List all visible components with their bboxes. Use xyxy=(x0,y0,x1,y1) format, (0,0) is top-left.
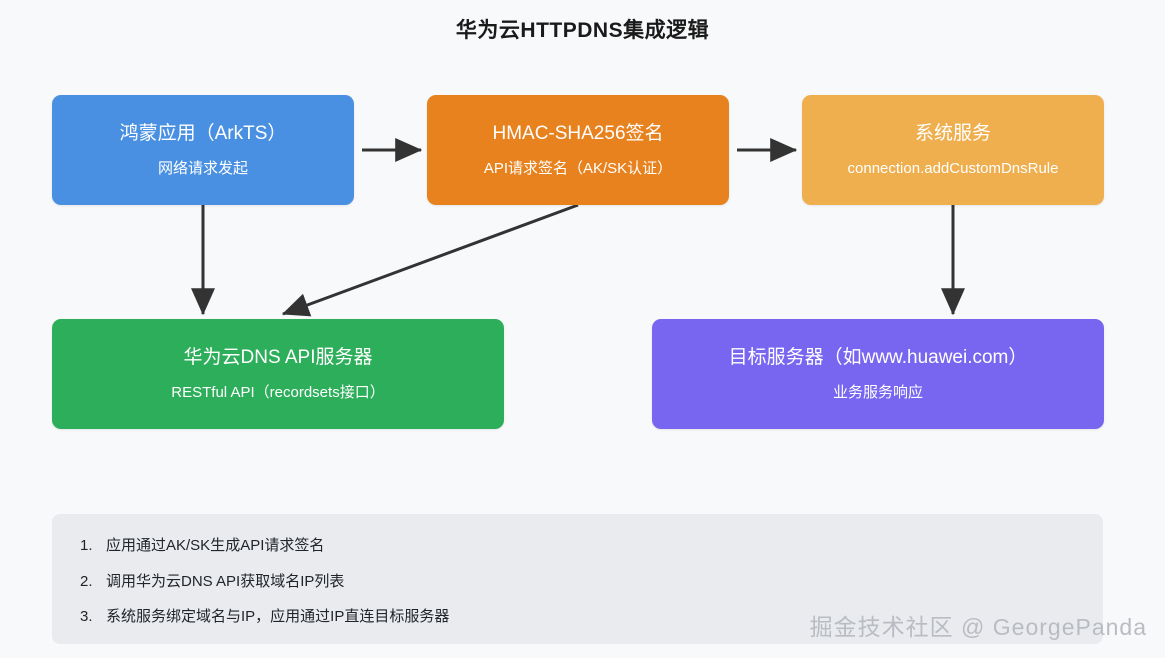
node-title: 系统服务 xyxy=(914,122,991,144)
node-title: 鸿蒙应用（ArkTS） xyxy=(119,122,287,144)
node-target-server[interactable]: 目标服务器（如www.huawei.com） 业务服务响应 xyxy=(652,319,1104,429)
steps-panel: 应用通过AK/SK生成API请求签名 调用华为云DNS API获取域名IP列表 … xyxy=(52,514,1103,644)
node-subtitle: RESTful API（recordsets接口） xyxy=(171,383,385,401)
watermark: 掘金技术社区 @ GeorgePanda xyxy=(809,614,1147,640)
node-subtitle: 网络请求发起 xyxy=(157,159,248,177)
node-subtitle: API请求签名（AK/SK认证） xyxy=(483,159,673,177)
node-title: HMAC-SHA256签名 xyxy=(492,122,664,144)
node-dns-api-server[interactable]: 华为云DNS API服务器 RESTful API（recordsets接口） xyxy=(52,319,504,429)
node-hmac-signature[interactable]: HMAC-SHA256签名 API请求签名（AK/SK认证） xyxy=(427,95,729,205)
arrow-sign-to-dnsapi xyxy=(281,203,579,317)
node-title: 华为云DNS API服务器 xyxy=(183,346,373,368)
node-system-service[interactable]: 系统服务 connection.addCustomDnsRule xyxy=(802,95,1104,205)
list-item: 应用通过AK/SK生成API请求签名 xyxy=(80,536,325,555)
node-subtitle: connection.addCustomDnsRule xyxy=(847,159,1059,177)
page-title: 华为云HTTPDNS集成逻辑 xyxy=(455,19,710,42)
list-item: 系统服务绑定域名与IP，应用通过IP直连目标服务器 xyxy=(80,607,450,626)
steps-list: 应用通过AK/SK生成API请求签名 调用华为云DNS API获取域名IP列表 … xyxy=(80,536,1103,627)
node-title: 目标服务器（如www.huawei.com） xyxy=(728,346,1028,368)
list-item: 调用华为云DNS API获取域名IP列表 xyxy=(80,572,345,591)
node-harmony-app[interactable]: 鸿蒙应用（ArkTS） 网络请求发起 xyxy=(52,95,354,205)
node-subtitle: 业务服务响应 xyxy=(832,383,923,401)
